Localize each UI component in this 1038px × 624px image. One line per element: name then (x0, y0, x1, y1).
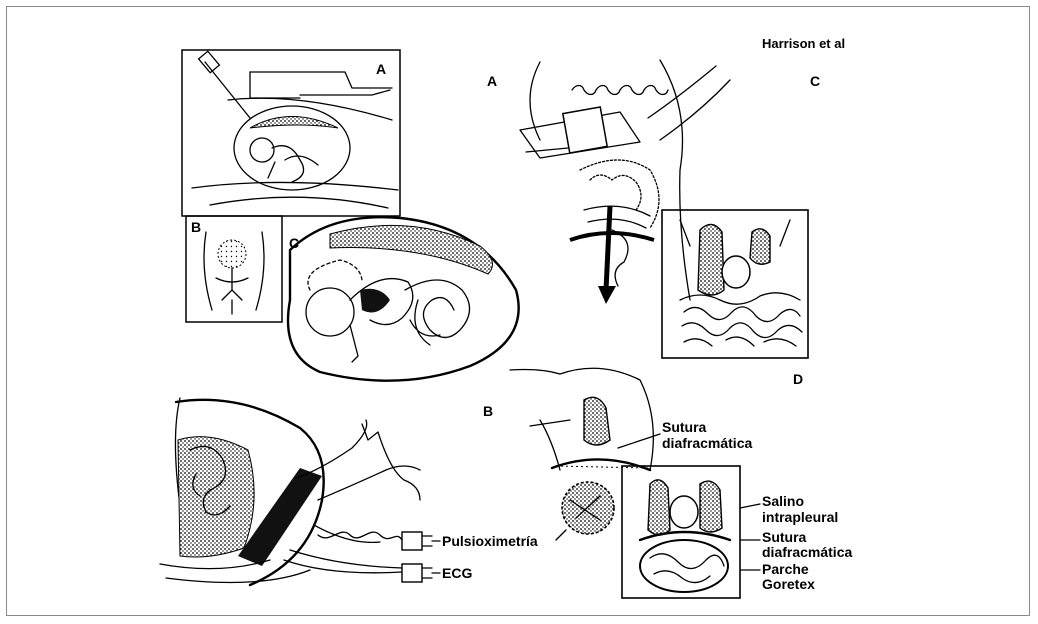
label-intrapleural: intrapleural (762, 509, 838, 525)
label-a-left: A (376, 61, 386, 77)
label-diafracmatica-1: diafracmática (662, 435, 752, 451)
credit-label: Harrison et al (762, 36, 845, 51)
label-c-right: C (810, 73, 820, 89)
panel-b-right (510, 368, 660, 540)
label-ecg: ECG (442, 565, 472, 581)
label-diafracmatica-2: diafracmática (762, 544, 852, 560)
panel-c-left (288, 217, 519, 381)
label-sutura-1: Sutura (662, 419, 707, 435)
label-pulsioximetria: Pulsioximetría (442, 533, 538, 549)
label-b-left: B (191, 219, 201, 235)
panel-d-right (662, 210, 808, 358)
label-d-right: D (793, 371, 803, 387)
label-salino: Salino (762, 493, 804, 509)
label-b-right: B (483, 403, 493, 419)
panel-patch-right (622, 466, 760, 598)
label-goretex: Goretex (762, 576, 815, 592)
panel-a-left (182, 50, 400, 216)
label-sutura-2: Sutura (762, 529, 807, 545)
label-parche: Parche (762, 561, 809, 577)
label-c-left: C (289, 235, 299, 251)
label-a-right: A (487, 73, 497, 89)
panel-fetal-monitoring (160, 398, 440, 585)
